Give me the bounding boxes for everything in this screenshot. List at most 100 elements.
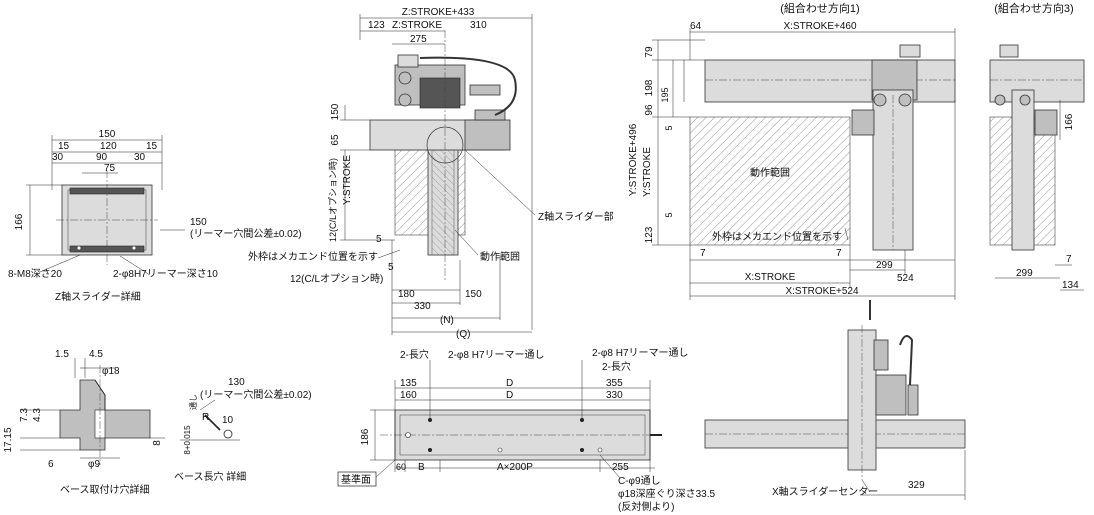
dim-4-3: 4.3 [32, 408, 43, 422]
dim-120: 120 [100, 141, 117, 152]
operating-range-label: 動作範囲 [480, 250, 520, 263]
cl-option-vertical: 12(C/Lオプション時) [328, 158, 338, 242]
dim-330: 330 [414, 301, 431, 312]
x-slider-center-view [704, 300, 966, 500]
dim-130: 130 [228, 377, 245, 388]
dim-90: 90 [96, 152, 108, 163]
combo3-title: (組合わせ方向3) [994, 1, 1073, 15]
opposite-side-note: (反対側より) [618, 500, 674, 513]
ref-surface-label: 基準面 [341, 473, 371, 486]
z-slider-detail-title: Z軸スライダー詳細 [55, 290, 141, 303]
reamer-tolerance-note-2: (リーマー穴間公差±0.02) [200, 388, 312, 401]
h7-through-label-1: 2-φ8 H7リーマー通し [448, 349, 545, 361]
dim-y-stroke-496: Y:STROKE+496 [628, 123, 639, 196]
base-slot-detail-title: ベース長穴 詳細 [174, 470, 246, 483]
dim-phi9: φ9 [88, 459, 100, 470]
z-slider-part-label: Z軸スライダー部 [538, 210, 614, 223]
dim-1-5: 1.5 [55, 349, 69, 360]
dim-160: 160 [400, 390, 417, 401]
base-slot-detail-view [180, 399, 240, 441]
dim-30-left: 30 [52, 152, 64, 163]
dim-166-right: 166 [1064, 113, 1075, 130]
outer-frame-note: 外枠はメカエンド位置を示す [248, 250, 378, 263]
dim-275: 275 [410, 34, 427, 45]
combo3-view [989, 44, 1085, 291]
reamer-tolerance-note: (リーマー穴間公差±0.02) [190, 227, 302, 240]
dim-299-right: 299 [1016, 268, 1033, 279]
dim-7-right: 7 [1066, 254, 1072, 265]
dim-64: 64 [690, 21, 702, 32]
dim-96: 96 [644, 104, 655, 116]
dim-y-stroke-combo1: Y:STROKE [642, 147, 653, 197]
dim-q: (Q) [456, 329, 470, 340]
x-slider-center-title: X軸スライダーセンター [772, 485, 878, 498]
dim-524: 524 [897, 273, 914, 284]
dim-60: 60 [396, 462, 406, 472]
dim-7-b: 7 [836, 248, 842, 259]
dim-310: 310 [470, 20, 487, 31]
c-hole-note: C-φ9通し [618, 475, 661, 487]
dim-x-stroke-524: X:STROKE+524 [785, 286, 859, 297]
dim-r: R [202, 412, 209, 423]
counterbore-note: φ18深座ぐり深さ33.5 [618, 487, 716, 500]
dim-5-c: 5 [664, 125, 674, 130]
dim-355: 355 [606, 378, 623, 389]
through-note: 通し [188, 394, 198, 410]
dim-150-top: 150 [99, 129, 116, 140]
combo1-view [652, 28, 956, 300]
dim-150-reamer: 150 [190, 217, 207, 228]
z-slider-detail-view [26, 135, 185, 276]
dim-5-b: 5 [388, 262, 394, 273]
base-hole-detail-view [20, 358, 165, 465]
dim-8: 8 [152, 440, 163, 446]
dim-5-a: 5 [376, 234, 382, 245]
dim-123: 123 [368, 20, 385, 31]
dim-198: 198 [644, 79, 655, 96]
dim-phi18: φ18 [102, 366, 120, 377]
dim-7-3: 7.3 [19, 408, 30, 422]
dim-7-a: 7 [700, 248, 706, 259]
dim-150-v: 150 [330, 103, 341, 120]
dim-299: 299 [876, 260, 893, 271]
dim-8-tolerance: 8+0.015 [183, 425, 192, 455]
dim-65: 65 [330, 134, 341, 146]
dim-a-200p: A×200P [497, 462, 533, 473]
base-hole-detail-title: ベース取付け穴詳細 [60, 483, 150, 496]
dim-195: 195 [660, 87, 670, 102]
dim-b: B [418, 462, 425, 473]
dim-y-stroke-z: Y:STROKE [342, 155, 353, 205]
long-hole-label-1: 2-長穴 [400, 348, 429, 361]
dim-330-b: 330 [606, 390, 623, 401]
operating-range-label-2: 動作範囲 [750, 166, 790, 179]
dim-15-left: 15 [58, 141, 70, 152]
long-hole-label-2: 2-長穴 [602, 360, 631, 373]
dim-75: 75 [104, 163, 116, 174]
dim-4-5: 4.5 [89, 349, 103, 360]
dim-z-stroke: Z:STROKE [392, 20, 442, 31]
dim-255: 255 [612, 462, 629, 473]
dim-d-1: D [506, 378, 513, 389]
dim-329: 329 [908, 480, 925, 491]
dim-17-15: 17.15 [3, 427, 14, 452]
m8-note: 8-M8深さ20 [8, 268, 62, 280]
dim-150: 150 [465, 289, 482, 300]
h7-through-label-2: 2-φ8 H7リーマー通し [592, 347, 689, 359]
dim-z-stroke-433: Z:STROKE+433 [402, 7, 475, 18]
dim-79: 79 [644, 46, 655, 58]
cl-option-note: 12(C/Lオプション時) [290, 273, 383, 285]
base-plan-view [370, 360, 662, 479]
h7-reamer-note: 2-φ8H7リーマー深さ10 [113, 268, 218, 280]
dim-180: 180 [398, 289, 415, 300]
outer-frame-note-2: 外枠はメカエンド位置を示す [712, 230, 842, 243]
dim-6: 6 [48, 459, 54, 470]
dim-166: 166 [14, 213, 25, 230]
dim-134: 134 [1062, 280, 1079, 291]
dim-5-d: 5 [664, 212, 674, 217]
combo1-title: (組合わせ方向1) [780, 1, 859, 15]
ref-surface-box [337, 471, 377, 487]
dim-10: 10 [222, 415, 234, 426]
dim-186: 186 [360, 428, 371, 445]
dim-d-2: D [506, 390, 513, 401]
dim-135: 135 [400, 378, 417, 389]
